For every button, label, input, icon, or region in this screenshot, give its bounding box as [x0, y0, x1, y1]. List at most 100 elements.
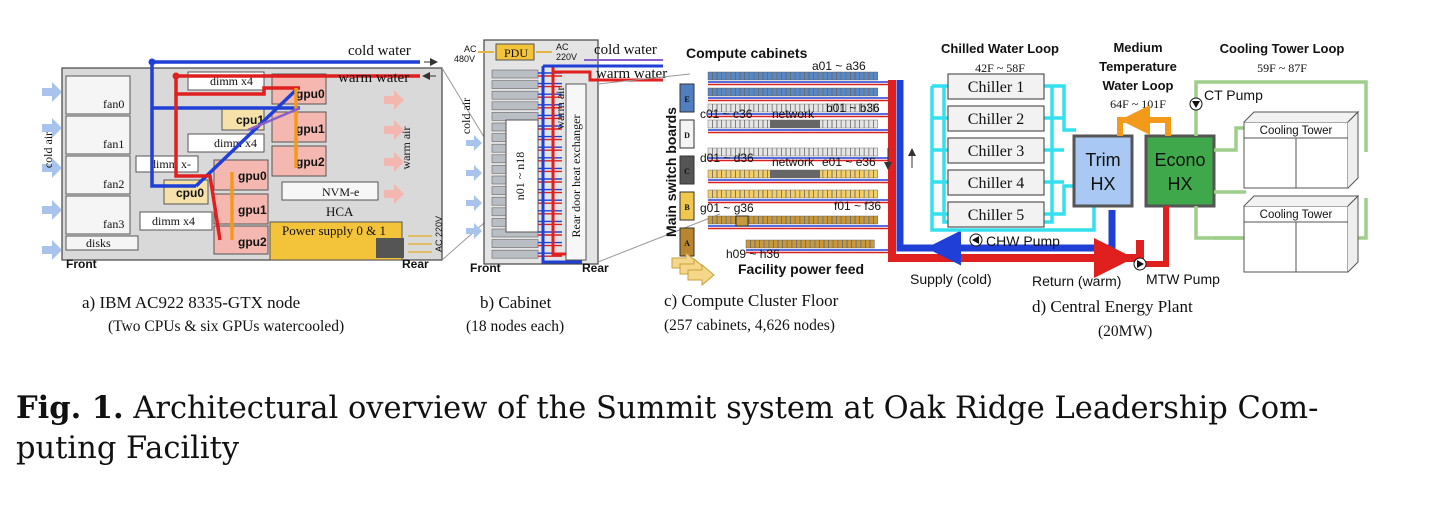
cabinet-node-slot	[491, 80, 539, 89]
caption-text-line2: puting Facility	[16, 431, 240, 466]
cpu0-label: cpu0	[176, 186, 204, 200]
node-cold-air-arrows	[42, 82, 62, 260]
node-subtitle: (Two CPUs & six GPUs watercooled)	[108, 318, 344, 335]
cabinet-row	[707, 87, 892, 102]
cabinet-water-pipes	[541, 59, 663, 264]
cabinet-node-slot	[491, 101, 539, 111]
nvme-block	[281, 181, 379, 201]
trim-hx-label-1: Trim	[1085, 150, 1120, 170]
switch-board-letter: D	[684, 131, 690, 140]
fan0-label: fan0	[103, 97, 124, 111]
fan1-label: fan1	[103, 137, 124, 151]
floor-panel: Compute cabinets Main switch boards EDCB…	[663, 45, 1144, 287]
gpu2-bottom-label: gpu2	[238, 235, 267, 249]
switch-board-letter: E	[684, 95, 689, 104]
cabinet-rows	[707, 71, 892, 254]
figure-caption: Fig. 1. Architectural overview of the Su…	[16, 388, 1416, 469]
node-cold-water-label: cold water	[348, 43, 411, 59]
main-switch-label: Main switch boards	[663, 107, 679, 237]
econo-hx-label-2: HX	[1167, 174, 1192, 194]
node-water-pipes	[150, 60, 420, 241]
cabinet-node-slot	[491, 90, 539, 100]
node-front-label: Front	[66, 257, 97, 271]
heat-exchanger-label: Rear door heat exchanger	[569, 115, 583, 238]
gpu0-bottom-label: gpu0	[238, 169, 267, 183]
chiller-5-box	[947, 201, 1045, 228]
chiller-4-box	[947, 169, 1045, 196]
mtw-pump-label: MTW Pump	[1146, 271, 1220, 287]
network-block-2	[770, 170, 820, 178]
cooling-tower-bottom-label: Cooling Tower	[1260, 209, 1333, 221]
dimm-left-label: dimm x-	[150, 157, 191, 171]
cabinet-row	[707, 119, 892, 134]
mtw-range-label: 64F ~ 101F	[1110, 97, 1166, 111]
row-a-label: a01 ~ a36	[812, 59, 866, 73]
switch-board-d	[679, 119, 695, 149]
gpu1-top-label: gpu1	[296, 122, 325, 136]
econo-hx-box	[1144, 134, 1216, 208]
cabinet-row	[745, 239, 892, 254]
hca-label: HCA	[326, 204, 354, 219]
node-warm-air-arrows	[384, 90, 404, 204]
fan3-label: fan3	[103, 217, 124, 231]
chiller-1-box	[947, 73, 1045, 100]
cabinet-cold-air-arrows	[466, 135, 482, 239]
row-g-label: g01 ~ g36	[700, 201, 754, 215]
cabinet-panel: PDU AC 480V AC 220V n01 ~ n18 cold air R…	[454, 39, 667, 275]
return-label: Return (warm)	[1032, 273, 1121, 289]
cabinet-subtitle: (18 nodes each)	[466, 318, 564, 335]
supply-label: Supply (cold)	[910, 271, 992, 287]
cooling-tower-top-label: Cooling Tower	[1260, 125, 1333, 137]
cooling-tower-top	[1243, 110, 1360, 189]
summit-architecture-diagram: cold air fan0 fan1 fan2 fan3 disks Front…	[41, 39, 1368, 340]
cabinet-node-slot	[491, 69, 539, 79]
zoom-line-cab-top	[597, 73, 691, 85]
caption-label: Fig. 1.	[16, 390, 124, 426]
dimm-bottom-label: dimm x4	[152, 214, 195, 228]
zoom-line-cab-bottom	[597, 213, 721, 263]
power-supply-label: Power supply 0 & 1	[282, 223, 386, 238]
chilled-range-label: 42F ~ 58F	[975, 61, 1025, 75]
nvme-label: NVM-e	[322, 185, 359, 199]
network-block-1	[770, 120, 820, 128]
node-ac-arrows	[408, 235, 432, 253]
chw-pump-label: CHW Pump	[986, 233, 1060, 249]
gpu0-top-label: gpu0	[296, 87, 325, 101]
row-d-label: d01 ~ d36	[700, 151, 754, 165]
mtw-loop-label-1: Medium	[1113, 40, 1162, 55]
node-cold-air-label: cold air	[41, 132, 55, 168]
pdu-label: PDU	[504, 46, 528, 60]
cabinet-warm-air-label: warm air	[553, 87, 567, 130]
switch-board-letter: B	[684, 203, 690, 212]
cabinet-220v: 220V	[556, 52, 577, 62]
switch-board-c	[679, 155, 695, 185]
row-h-label: h09 ~ h36	[726, 247, 780, 261]
cabinet-node-slot	[491, 112, 539, 121]
caption-text-line1: Architectural overview of the Summit sys…	[123, 391, 1319, 426]
cabinet-row	[707, 169, 892, 184]
cabinet-row	[707, 103, 892, 118]
node-label-box	[505, 119, 539, 233]
plant-title: d) Central Energy Plant	[1032, 297, 1193, 316]
cabinet-node-slot	[491, 239, 539, 248]
trim-hx-label-2: HX	[1090, 174, 1115, 194]
floor-water-trunk	[888, 80, 1144, 278]
mtw-loop-label-3: Water Loop	[1102, 78, 1173, 93]
network2-label: network	[772, 155, 815, 169]
fan-blocks	[65, 75, 131, 235]
disks-block	[65, 235, 139, 251]
ct-loop-label: Cooling Tower Loop	[1220, 41, 1345, 56]
fan2-label: fan2	[103, 177, 124, 191]
cabinet-rear-label: Rear	[582, 261, 609, 275]
switch-board-e	[679, 83, 695, 113]
node-warm-air-label: warm air	[399, 127, 413, 170]
floor-title: c) Compute Cluster Floor	[664, 291, 839, 310]
chiller-4-label: Chiller 4	[968, 175, 1024, 192]
chilled-loop-label: Chilled Water Loop	[941, 41, 1059, 56]
cooling-tower-bottom	[1243, 194, 1360, 273]
cabinet-ac-left: AC	[464, 44, 477, 54]
chiller-2-label: Chiller 2	[968, 111, 1024, 128]
network1-label: network	[772, 107, 815, 121]
